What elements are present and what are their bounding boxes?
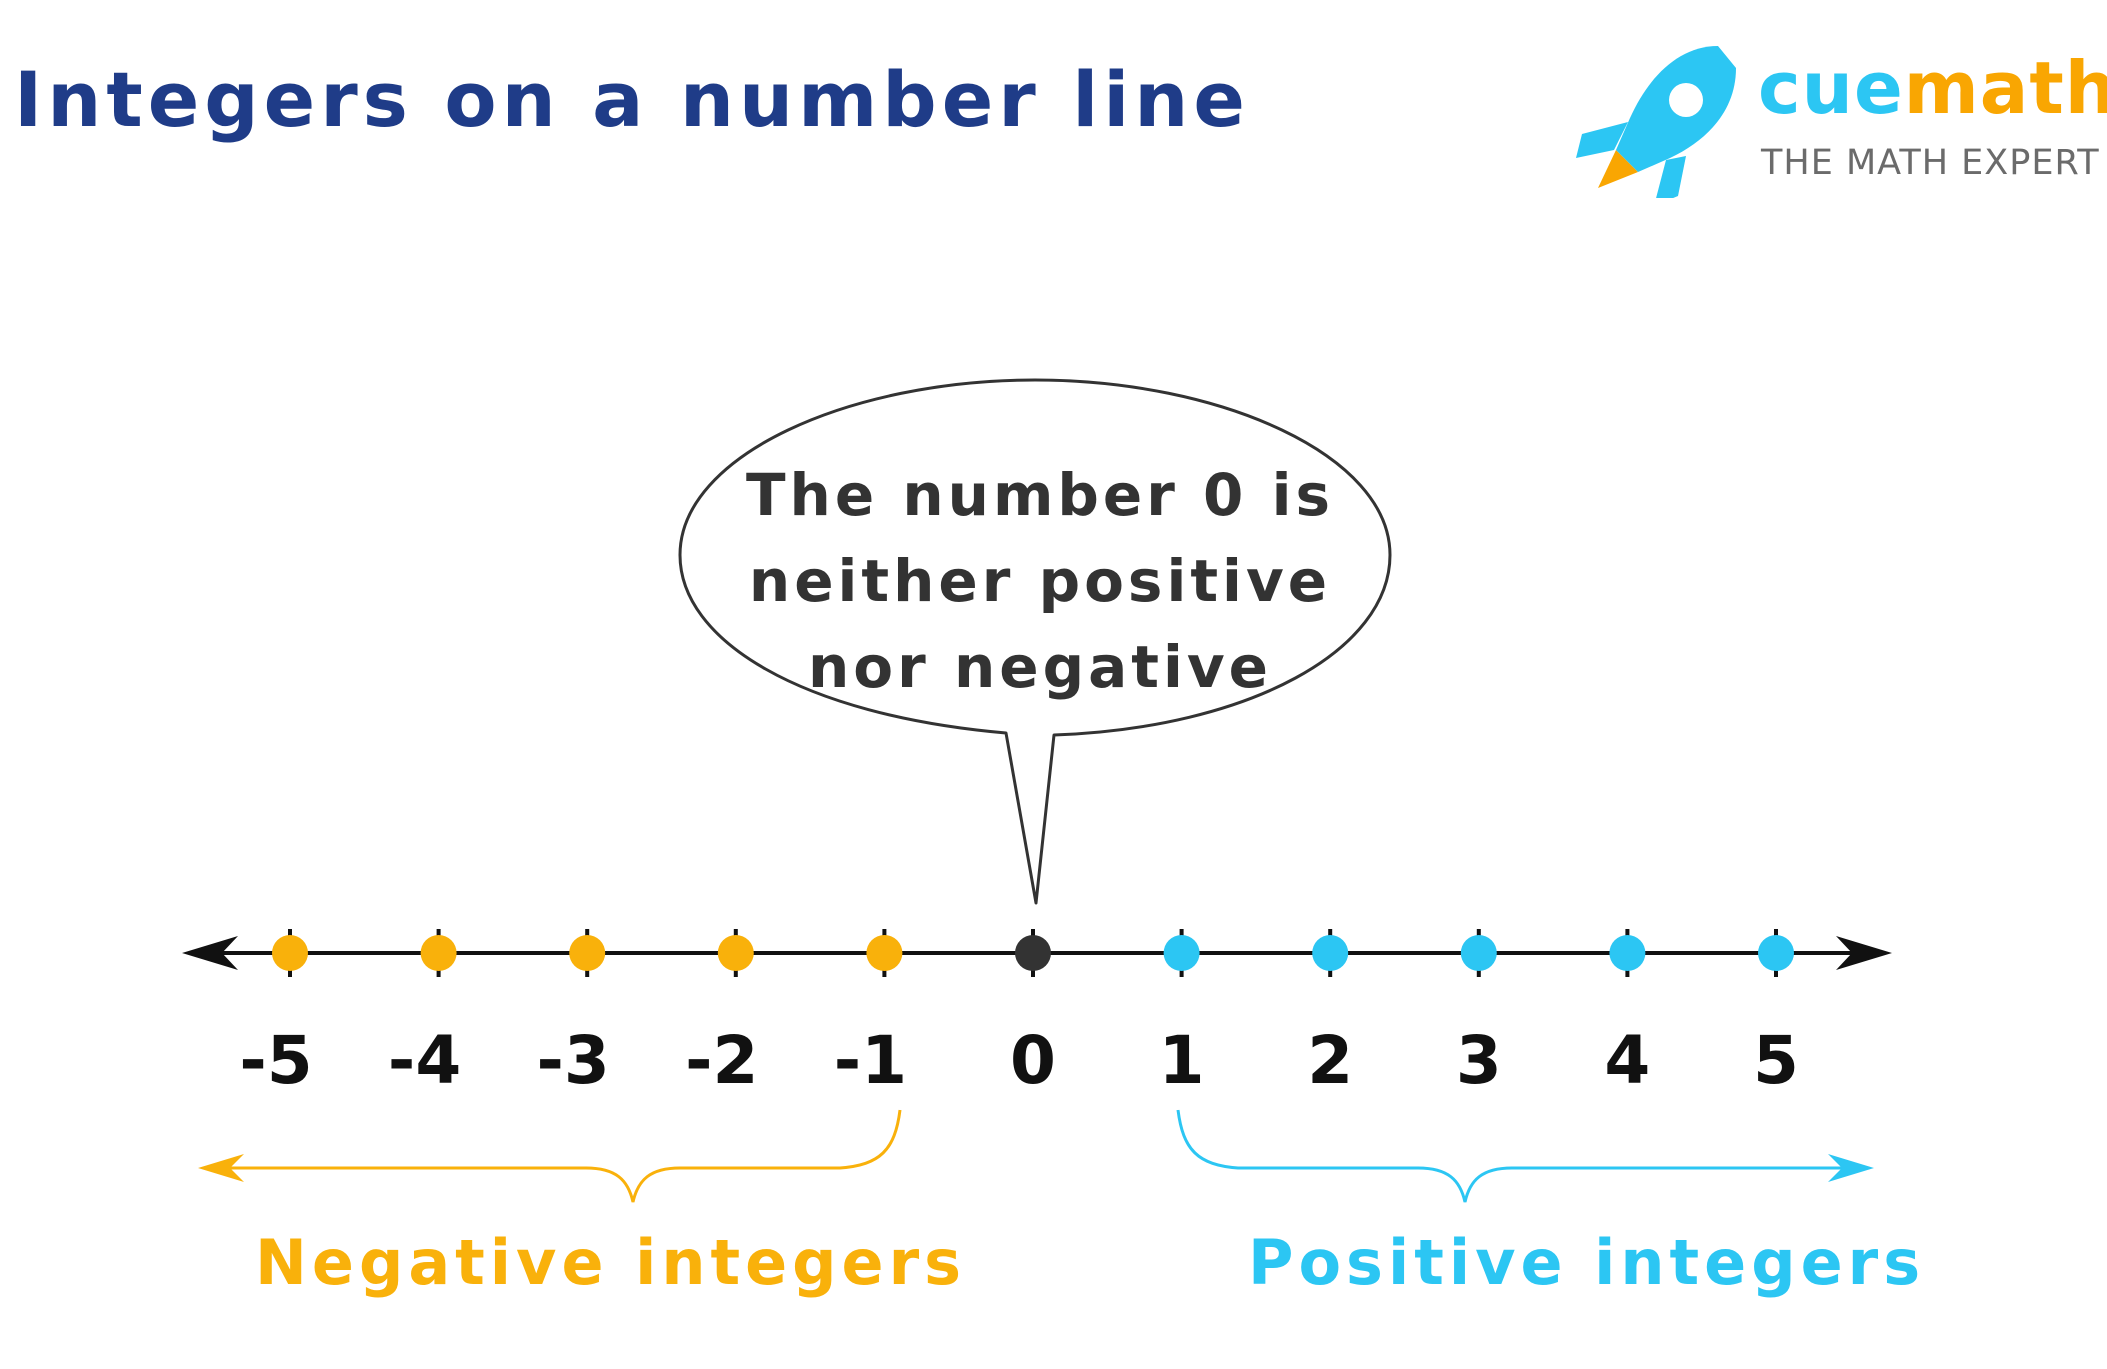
- positive-brace-arrowhead: [1828, 1154, 1874, 1182]
- tick-label: -4: [388, 1022, 461, 1099]
- integer-point: [1163, 935, 1200, 971]
- integer-point: [1609, 935, 1646, 971]
- tick-label: 0: [1010, 1022, 1056, 1099]
- integer-point: [1460, 935, 1497, 971]
- negative-integers-caption: Negative integers: [255, 1226, 967, 1299]
- integer-point: [569, 935, 606, 971]
- negative-brace: [214, 1109, 902, 1203]
- tick-label: 1: [1159, 1022, 1205, 1099]
- tick-label: -2: [685, 1022, 758, 1099]
- integer-point: [272, 935, 308, 971]
- callout-line-1: The number 0 is: [745, 461, 1334, 529]
- negative-brace-arrowhead: [198, 1154, 244, 1182]
- tick-label: -5: [239, 1022, 312, 1099]
- callout-text: The number 0 is neither positive nor neg…: [700, 452, 1380, 710]
- integer-point: [1758, 935, 1794, 971]
- integer-point: [1015, 935, 1051, 971]
- rocket-icon: [1576, 46, 1736, 198]
- tick-label: -3: [537, 1022, 610, 1099]
- tick-label: 2: [1307, 1022, 1353, 1099]
- tick-label: 3: [1456, 1022, 1502, 1099]
- cuemath-logo: cuemath THE MATH EXPERT: [1568, 38, 2107, 198]
- page-title: Integers on a number line: [14, 55, 1250, 144]
- tick-label: 5: [1753, 1022, 1799, 1099]
- right-arrowhead: [1836, 936, 1892, 970]
- positive-brace: [1176, 1109, 1856, 1203]
- logo-wordmark: cuemath: [1758, 52, 2107, 124]
- integer-point: [1312, 935, 1349, 971]
- left-arrowhead: [182, 936, 238, 970]
- logo-word-math: math: [1903, 46, 2107, 130]
- tick-label: -1: [834, 1022, 907, 1099]
- callout-line-3: nor negative: [808, 633, 1272, 701]
- integer-points: [272, 935, 1794, 971]
- speech-bubble: [678, 378, 1392, 905]
- callout-line-2: neither positive: [748, 547, 1332, 615]
- positive-integers-caption: Positive integers: [1248, 1226, 1926, 1299]
- logo-tagline: THE MATH EXPERT: [1761, 143, 2100, 183]
- integer-point: [420, 935, 457, 971]
- integer-point: [717, 935, 754, 971]
- tick-labels: -5 -4 -3 -2 -1 0 1 2 3 4 5: [239, 1022, 1799, 1099]
- tick-label: 4: [1604, 1022, 1650, 1099]
- integer-point: [866, 935, 903, 971]
- logo-word-cue: cue: [1758, 46, 1904, 130]
